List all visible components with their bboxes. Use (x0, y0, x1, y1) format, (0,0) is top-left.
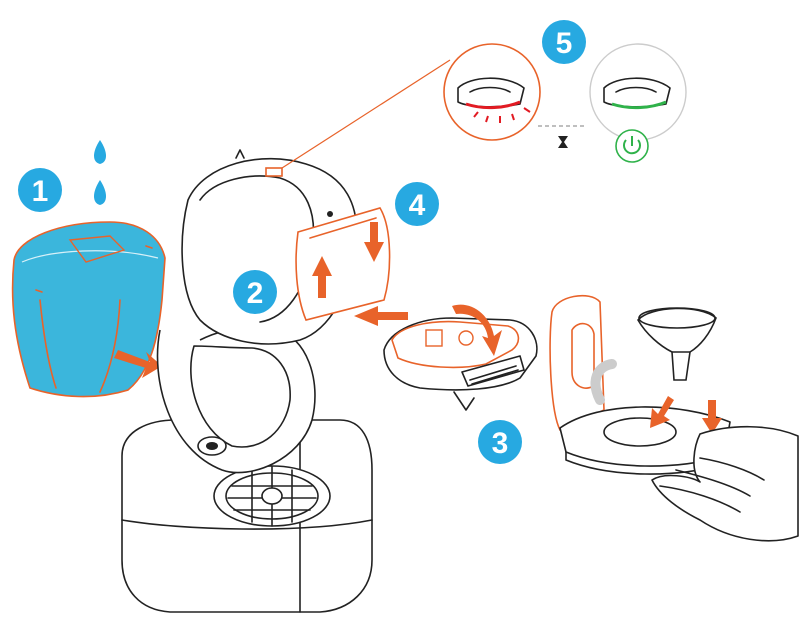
open-arrow (590, 359, 617, 405)
insert-capsule-arrow (650, 396, 674, 428)
water-drop-icon (94, 180, 106, 205)
step-5-number: 5 (556, 27, 573, 60)
step-1-number: 1 (32, 175, 49, 208)
step-2-number: 2 (247, 277, 264, 310)
step-3-number: 3 (492, 427, 509, 460)
red-led-strip (465, 100, 521, 110)
water-tank (11, 221, 166, 398)
step-1-badge: 1 (18, 168, 62, 212)
indicator-green-callout (589, 43, 687, 141)
callout-line (281, 59, 451, 169)
close-lever-arrow (452, 304, 502, 356)
hand (651, 425, 799, 542)
step-4-number: 4 (409, 189, 426, 222)
insert-holder-arrow (354, 306, 408, 326)
press-down-arrow (702, 400, 722, 434)
step-5-badge: 5 (542, 20, 586, 64)
open-holder (549, 294, 731, 475)
green-led-strip (611, 100, 667, 110)
capsule (637, 307, 717, 381)
step-4-down-arrow (364, 222, 384, 262)
hourglass-icon (558, 136, 568, 148)
drip-tray (213, 465, 331, 527)
step-2-up-arrow (312, 256, 332, 298)
water-drop-icon (94, 140, 106, 164)
step-3-badge: 3 (478, 420, 522, 464)
capsule-holder (383, 317, 538, 411)
step-2-badge: 2 (233, 270, 277, 314)
insert-tank-arrow (114, 350, 162, 378)
coffee-machine (121, 149, 391, 613)
blinking-rays (473, 107, 531, 123)
step-4-badge: 4 (395, 182, 439, 226)
indicator-red-callout (443, 43, 541, 141)
power-icon (615, 129, 649, 163)
